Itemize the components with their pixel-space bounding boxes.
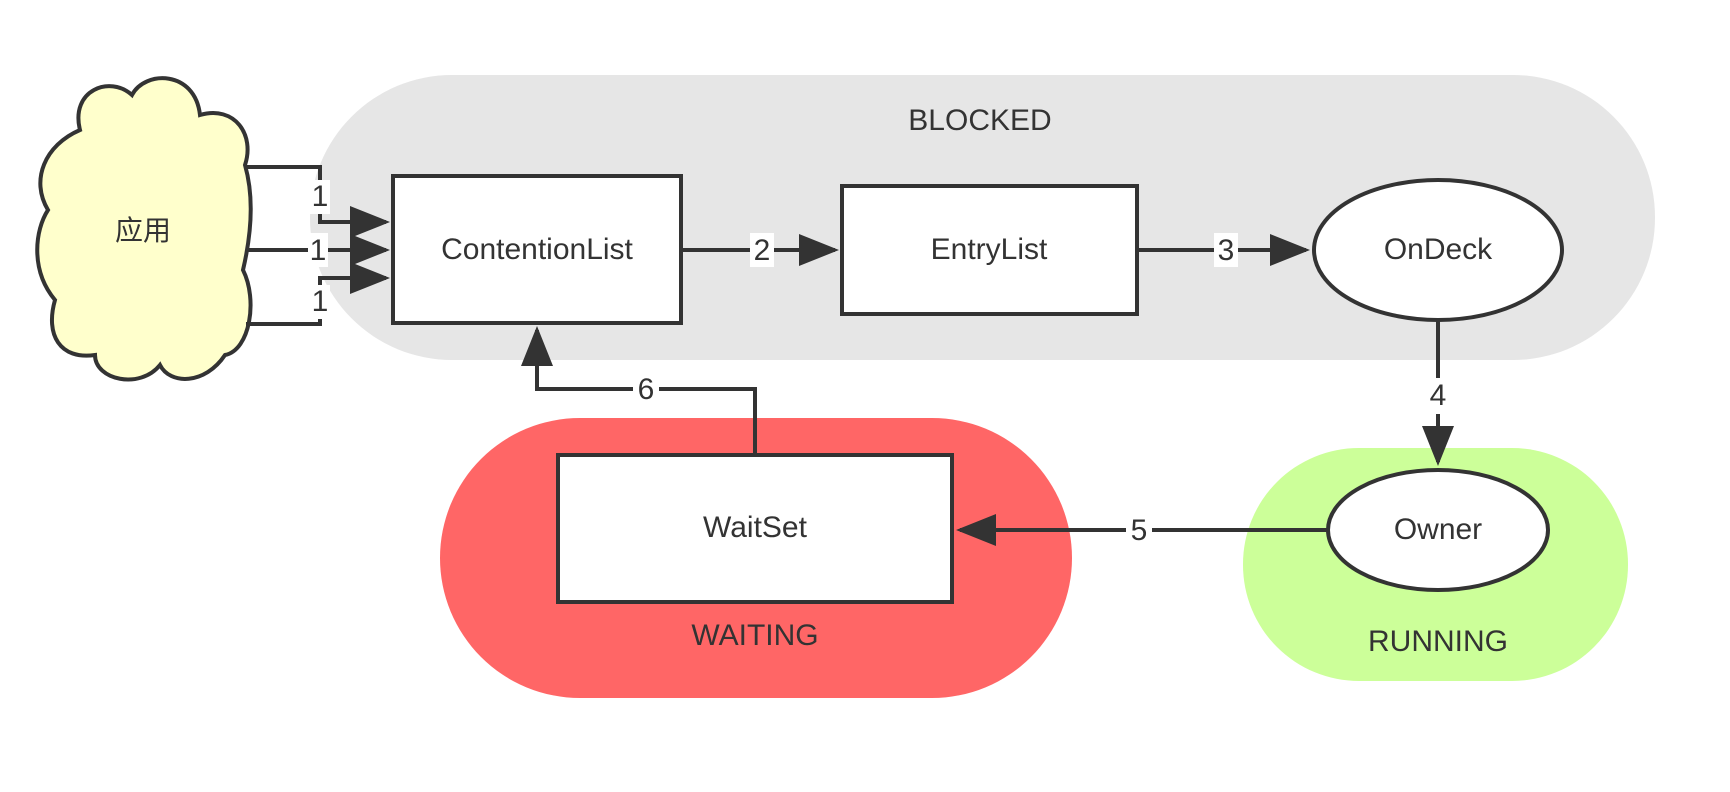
waitset-node: WaitSet [556,453,954,604]
ondeck-node: OnDeck [1312,178,1564,322]
edge-label-3: 3 [1218,234,1235,267]
waiting-region-label: WAITING [691,619,818,652]
edge-app-to-contention-top: 1 [246,165,390,238]
edge-app-to-contention-bottom: 1 [246,262,390,326]
edge-app-to-contention-mid: 1 [246,233,390,267]
running-region-label: RUNNING [1368,625,1508,658]
edge-label-4: 4 [1430,379,1447,412]
edge-label-1-bottom: 1 [312,285,329,318]
cloud-icon [35,76,253,382]
owner-label: Owner [1394,513,1482,546]
edge-label-6: 6 [638,373,655,406]
edge-contention-to-entry: 2 [683,233,839,267]
edge-label-5: 5 [1131,514,1148,547]
contention-list-node: ContentionList [391,174,683,325]
edge-entry-to-ondeck: 3 [1139,233,1310,267]
waitset-label: WaitSet [703,511,808,544]
contention-list-label: ContentionList [441,233,633,266]
edge-label-1-top: 1 [312,180,329,213]
edge-waitset-to-contention: 6 [521,326,757,454]
edge-owner-to-waitset: 5 [956,513,1327,547]
entry-list-node: EntryList [840,184,1139,316]
edge-ondeck-to-owner: 4 [1422,321,1454,466]
edge-label-2: 2 [754,234,771,267]
owner-node: Owner [1326,468,1550,592]
entry-list-label: EntryList [931,233,1048,266]
ondeck-label: OnDeck [1384,233,1493,266]
edge-label-1-mid: 1 [310,234,327,267]
application-cloud: 应用 [35,76,253,382]
cloud-label: 应用 [115,214,171,247]
blocked-region-label: BLOCKED [908,104,1051,137]
